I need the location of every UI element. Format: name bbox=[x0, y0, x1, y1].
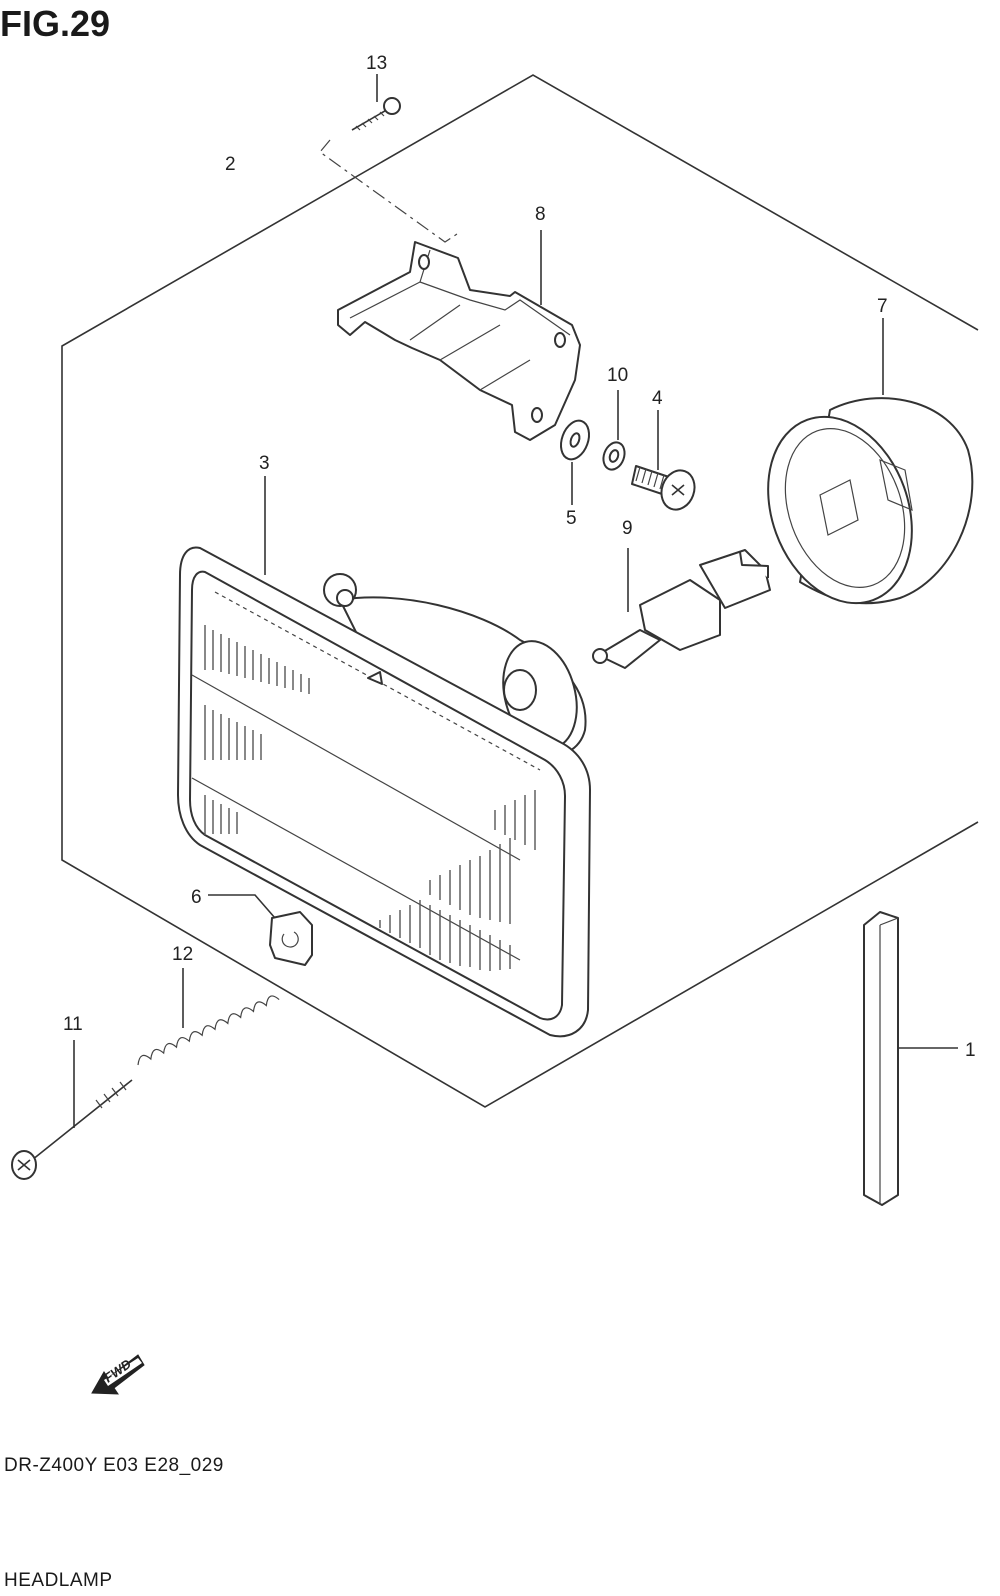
callout-2: 2 bbox=[225, 154, 236, 175]
callout-10: 10 bbox=[607, 365, 628, 386]
part-5-washer[interactable] bbox=[556, 417, 594, 505]
callout-6: 6 bbox=[191, 887, 202, 908]
callout-4: 4 bbox=[652, 388, 663, 409]
part-12-spring[interactable] bbox=[135, 968, 280, 1083]
callout-1: 1 bbox=[965, 1040, 976, 1061]
callout-13: 13 bbox=[366, 53, 387, 74]
callout-8: 8 bbox=[535, 204, 546, 225]
lens-texture bbox=[204, 625, 536, 971]
figure-name: HEADLAMP bbox=[4, 1570, 113, 1591]
part-13-screw[interactable] bbox=[351, 74, 401, 131]
part-9-bulb[interactable] bbox=[592, 548, 771, 669]
part-8-bracket[interactable] bbox=[337, 230, 581, 441]
part-11-adjusting-screw[interactable] bbox=[11, 1040, 133, 1180]
assembly-boundary bbox=[61, 74, 979, 1108]
part-1-strip[interactable] bbox=[863, 911, 958, 1206]
screw-reference-line bbox=[319, 139, 461, 243]
part-10-lock-washer[interactable] bbox=[600, 390, 628, 473]
callout-3: 3 bbox=[259, 453, 270, 474]
model-code: DR-Z400Y E03 E28_029 bbox=[4, 1455, 224, 1476]
callout-labels: 1 2 3 4 5 6 7 8 9 10 11 12 13 bbox=[63, 53, 976, 1061]
part-7-socket-cover[interactable] bbox=[743, 318, 974, 623]
callout-11: 11 bbox=[63, 1014, 83, 1035]
part-6-clip-nut[interactable] bbox=[208, 894, 313, 966]
callout-9: 9 bbox=[622, 518, 633, 539]
callout-7: 7 bbox=[877, 296, 888, 317]
part-3-headlamp-unit[interactable] bbox=[177, 476, 591, 1038]
callout-5: 5 bbox=[566, 508, 577, 529]
fwd-arrow-icon: FWD bbox=[91, 1354, 145, 1395]
callout-12: 12 bbox=[172, 944, 193, 965]
part-4-bolt[interactable] bbox=[631, 410, 700, 514]
figure-title: FIG.29 bbox=[0, 3, 110, 44]
